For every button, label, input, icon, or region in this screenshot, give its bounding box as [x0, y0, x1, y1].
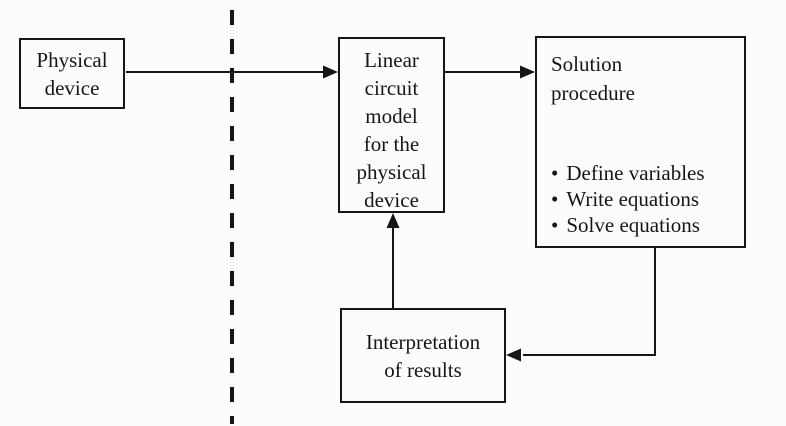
bullet-item-label: Solve equations	[566, 213, 700, 237]
bullet-item: • Write equations	[551, 186, 744, 212]
arrow-interpretation-to-model-head	[386, 213, 400, 228]
linear-circuit-model-box: Linear circuit model for the physical de…	[338, 37, 445, 213]
arrow-device-to-model-head	[323, 65, 338, 79]
arrow-solution-to-interpretation-head	[506, 348, 521, 362]
interpretation-of-results-box: Interpretation of results	[340, 308, 506, 403]
solution-procedure-box: Solution procedure • Define variables • …	[535, 36, 746, 248]
interpretation-label-line: Interpretation	[365, 329, 481, 354]
bullet-icon: •	[551, 187, 559, 211]
bullet-icon: •	[551, 213, 559, 237]
bullet-item-label: Write equations	[566, 187, 700, 211]
solution-procedure-bullet-list: • Define variables • Write equations • S…	[551, 160, 744, 238]
bullet-item-label: Define variables	[566, 161, 705, 185]
linear-circuit-label-line: circuit	[364, 76, 419, 100]
linear-circuit-label-line: for the	[363, 132, 420, 156]
linear-circuit-label-line: physical	[356, 160, 427, 184]
physical-device-label-line: Physical	[36, 47, 108, 72]
interpretation-label-line: of results	[384, 357, 462, 382]
solution-procedure-title-line: Solution	[551, 52, 623, 76]
physical-device-box: Physical device	[19, 38, 125, 109]
linear-circuit-label-line: model	[365, 104, 418, 128]
arrow-model-to-solution-head	[520, 65, 535, 79]
bullet-item: • Solve equations	[551, 212, 744, 238]
physical-device-label-line: device	[44, 75, 100, 100]
bullet-icon: •	[551, 161, 559, 185]
linear-circuit-label-line: Linear	[364, 48, 419, 72]
solution-procedure-title-line: procedure	[551, 81, 635, 105]
linear-circuit-label-line: device	[364, 188, 419, 212]
bullet-item: • Define variables	[551, 160, 744, 186]
arrow-solution-to-interpretation-line	[523, 248, 656, 356]
